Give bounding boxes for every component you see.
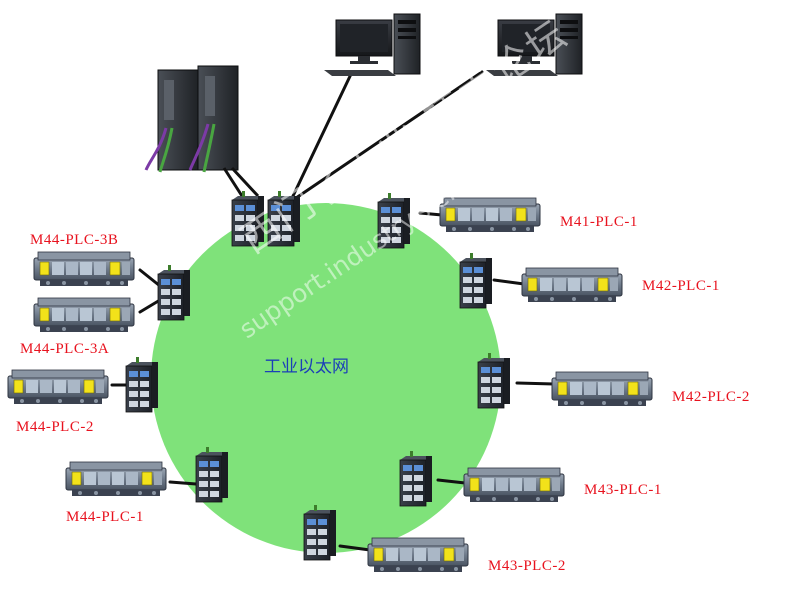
workstation-icon [324,14,420,76]
label-m42-plc-2: M42-PLC-2 [672,389,750,406]
ethernet-switch-icon [400,451,432,506]
ethernet-switch-icon [304,505,336,560]
ethernet-switch-icon [196,447,228,502]
plc-rack-icon [34,298,134,332]
plc-rack-icon [8,370,108,404]
s7-controller-icon [146,66,258,196]
label-m42-plc-1: M42-PLC-1 [642,278,720,295]
plc-rack-icon [552,372,652,406]
ethernet-switch-icon [460,253,492,308]
label-m44-plc-3b: M44-PLC-3B [30,232,118,249]
plc-rack-icon [522,268,622,302]
plc-rack-icon [464,468,564,502]
ethernet-switch-icon [158,265,190,320]
plc-rack-icon [34,252,134,286]
label-m44-plc-2: M44-PLC-2 [16,419,94,436]
plc-rack-icon [368,538,468,572]
plc-rack-icon [66,462,166,496]
label-m43-plc-1: M43-PLC-1 [584,482,662,499]
label-m44-plc-3a: M44-PLC-3A [20,341,109,358]
label-m43-plc-2: M43-PLC-2 [488,558,566,575]
ethernet-switch-icon [478,353,510,408]
label-m41-plc-1: M41-PLC-1 [560,214,638,231]
ethernet-switch-icon [126,357,158,412]
network-label: 工业以太网 [264,352,349,377]
label-m44-plc-1: M44-PLC-1 [66,509,144,526]
